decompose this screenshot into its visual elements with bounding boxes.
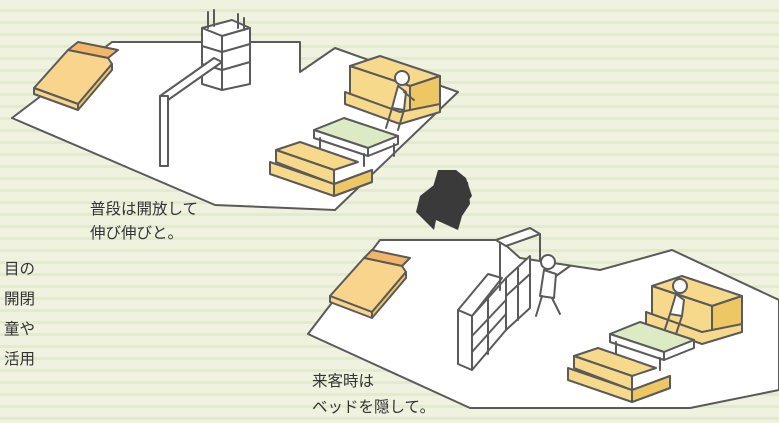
scene-guest [307,227,779,409]
floor-top [11,41,459,211]
table-top-scene [313,117,399,167]
caption-guest-line2: ベッドを隠して。 [312,398,436,416]
side-text-2: 開閉 [4,290,36,308]
sofa-front-bottom [567,347,671,403]
bed-bottom [329,249,411,319]
sofa-front-top [269,141,373,197]
double-arrow-icon [416,170,472,230]
side-text-1: 目の [4,260,36,278]
caption-open-line1: 普段は開放して [90,200,199,218]
caption-open-line2: 伸び伸びと。 [90,224,184,242]
partition-open [159,57,223,167]
side-text-4: 活用 [4,350,36,368]
side-text-3: 童や [4,320,36,338]
shelf-top [201,9,251,91]
table-bottom-scene [609,321,695,371]
bed-top [33,41,119,111]
scene-open [11,9,459,211]
partition-closed [457,227,541,371]
caption-guest-line1: 来客時は [312,372,375,390]
person-sitting-bottom [663,278,688,335]
person-standing [535,254,571,317]
person-sitting-top [385,70,415,131]
